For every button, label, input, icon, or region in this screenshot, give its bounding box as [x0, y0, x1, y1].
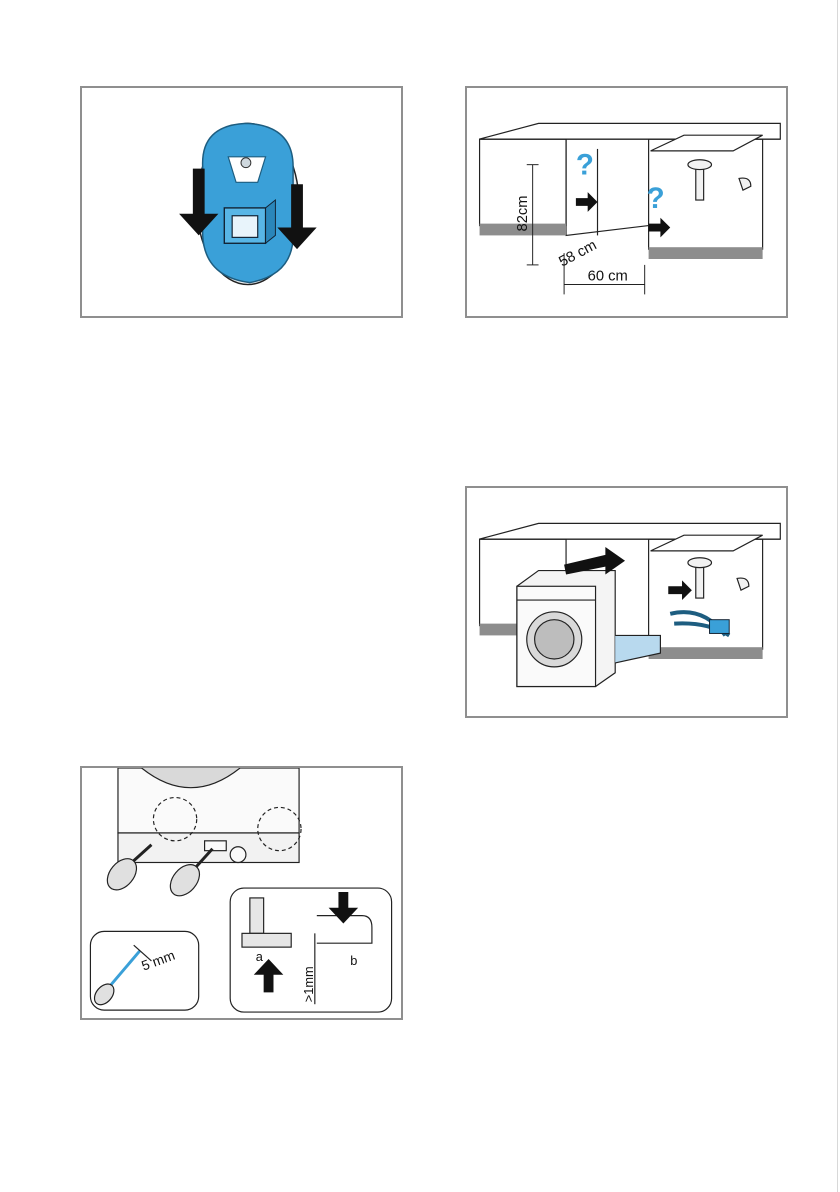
figure-cover-removal — [80, 86, 403, 318]
cover-part — [197, 123, 299, 284]
sink-plumbing — [688, 558, 749, 598]
figure-push-machine-in — [465, 486, 788, 718]
pointer-arrow-icon — [576, 192, 598, 212]
washing-machine — [517, 571, 660, 687]
figure-installation-dimensions: ? ? 82cm 58 cm 60 cm — [465, 86, 788, 318]
page-edge-line — [837, 0, 838, 1192]
gap-label: >1mm — [301, 966, 316, 1002]
height-label: 82cm — [515, 195, 531, 231]
pointer-arrow-icon — [668, 580, 692, 600]
water-valve — [710, 620, 730, 634]
label-a: a — [256, 949, 264, 964]
pointer-arrow-icon — [649, 218, 671, 238]
plinth — [649, 247, 763, 259]
figure-foot-adjustment: 5 mm a b >1mm — [80, 766, 403, 1020]
width-label: 60 cm — [588, 269, 628, 285]
depth-label: 58 cm — [556, 237, 599, 270]
question-mark: ? — [647, 182, 665, 215]
question-mark: ? — [576, 148, 594, 181]
label-b: b — [350, 953, 357, 968]
plinth — [649, 647, 763, 659]
sink-plumbing — [688, 160, 751, 200]
